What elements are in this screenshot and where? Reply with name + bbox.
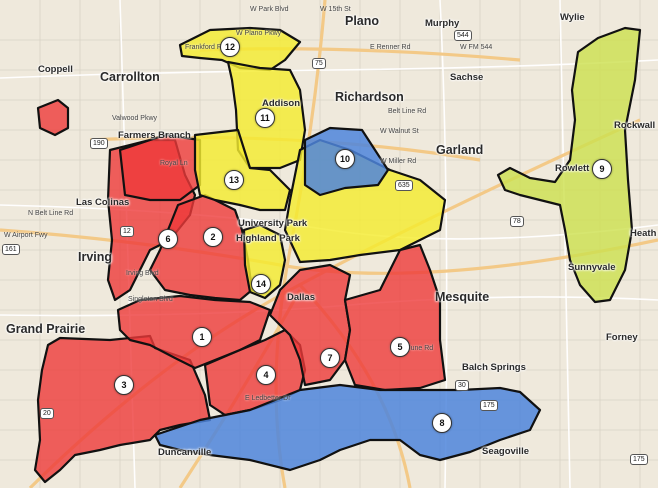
street-label-belt-line-rd: Belt Line Rd	[388, 108, 427, 115]
place-label-balch-springs: Balch Springs	[462, 362, 526, 373]
district-9-area	[496, 26, 642, 304]
street-label-royal-ln: Royal Ln	[160, 160, 188, 167]
place-label-las-colinas: Las Colinas	[76, 197, 130, 208]
district-outlier-west	[36, 98, 70, 137]
place-label-heath: Heath	[630, 228, 657, 239]
place-label-murphy: Murphy	[425, 18, 460, 29]
highway-shield: 161	[2, 244, 20, 255]
street-label-e-ledbetter: E Ledbetter Dr	[245, 395, 291, 402]
place-label-carrollton: Carrollton	[100, 70, 160, 84]
highway-shield: 544	[454, 30, 472, 41]
street-label-n-belt-line: N Belt Line Rd	[28, 210, 74, 217]
place-label-highland-park: Highland Park	[236, 233, 300, 244]
street-label-w-park-blvd: W Park Blvd	[250, 6, 289, 13]
street-label-singleton-blvd: Singleton Blvd	[128, 296, 173, 303]
place-label-addison: Addison	[262, 98, 300, 109]
street-label-valwood-pkwy: Valwood Pkwy	[112, 115, 158, 122]
district-marker-13[interactable]: 13	[224, 170, 244, 190]
place-label-university-park: University Park	[238, 218, 308, 229]
district-13-area	[193, 128, 292, 212]
place-label-coppell: Coppell	[38, 64, 73, 75]
place-label-sunnyvale: Sunnyvale	[568, 262, 616, 273]
street-label-lake-june-rd: Lake June Rd	[390, 345, 434, 352]
district-marker-1[interactable]: 1	[192, 327, 212, 347]
highway-shield: 190	[90, 138, 108, 149]
street-label-w-plano-pkwy: W Plano Pkwy	[236, 30, 282, 37]
highway-shield: 75	[312, 58, 326, 69]
district-8-area	[153, 383, 542, 472]
highway-shield: 175	[480, 400, 498, 411]
place-label-mesquite: Mesquite	[435, 290, 490, 304]
street-label-frankford-rd: Frankford Rd	[185, 44, 226, 51]
place-label-richardson: Richardson	[335, 90, 404, 104]
place-label-rowlett: Rowlett	[555, 163, 590, 174]
street-label-w-miller-rd: W Miller Rd	[380, 158, 417, 165]
district-marker-6[interactable]: 6	[158, 229, 178, 249]
district-marker-14[interactable]: 14	[251, 274, 271, 294]
street-label-w-fm-544: W FM 544	[460, 44, 493, 51]
street-label-renner-rd: E Renner Rd	[370, 44, 411, 51]
place-label-irving: Irving	[78, 250, 113, 264]
district-marker-9[interactable]: 9	[592, 159, 612, 179]
highway-shield: 635	[395, 180, 413, 191]
district-polygons	[33, 26, 642, 484]
district-marker-11[interactable]: 11	[255, 108, 275, 128]
district-4-area	[203, 328, 307, 417]
place-label-seagoville: Seagoville	[482, 446, 529, 457]
place-label-grand-prairie: Grand Prairie	[6, 322, 86, 336]
district-marker-12[interactable]: 12	[220, 37, 240, 57]
district-marker-10[interactable]: 10	[335, 149, 355, 169]
district-marker-7[interactable]: 7	[320, 348, 340, 368]
district-marker-8[interactable]: 8	[432, 413, 452, 433]
place-label-rockwall: Rockwall	[614, 120, 656, 131]
district-marker-4[interactable]: 4	[256, 365, 276, 385]
place-label-garland: Garland	[436, 143, 484, 157]
place-label-dallas: Dallas	[287, 292, 315, 303]
highway-shield: 20	[40, 408, 54, 419]
street-label-w-airport-fwy: W Airport Fwy	[4, 232, 48, 239]
place-label-wylie: Wylie	[560, 12, 585, 23]
street-label-w-15th-st: W 15th St	[320, 6, 351, 13]
highway-shield: 12	[120, 226, 134, 237]
district-marker-3[interactable]: 3	[114, 375, 134, 395]
place-label-plano: Plano	[345, 14, 380, 28]
place-label-forney: Forney	[606, 332, 638, 343]
district-marker-2[interactable]: 2	[203, 227, 223, 247]
district-12-area	[178, 26, 302, 72]
highway-shield: 30	[455, 380, 469, 391]
highway-shield: 78	[510, 216, 524, 227]
street-label-irving-blvd: Irving Blvd	[126, 270, 159, 277]
place-label-sachse: Sachse	[450, 72, 484, 83]
street-label-w-walnut-st: W Walnut St	[380, 128, 419, 135]
district-2-area	[148, 193, 254, 302]
place-label-farmers-branch: Farmers Branch	[118, 130, 191, 141]
place-label-duncanville: Duncanville	[158, 447, 212, 458]
district-nw-area	[118, 133, 202, 202]
district-marker-5[interactable]: 5	[390, 337, 410, 357]
highway-shield: 175	[630, 454, 648, 465]
